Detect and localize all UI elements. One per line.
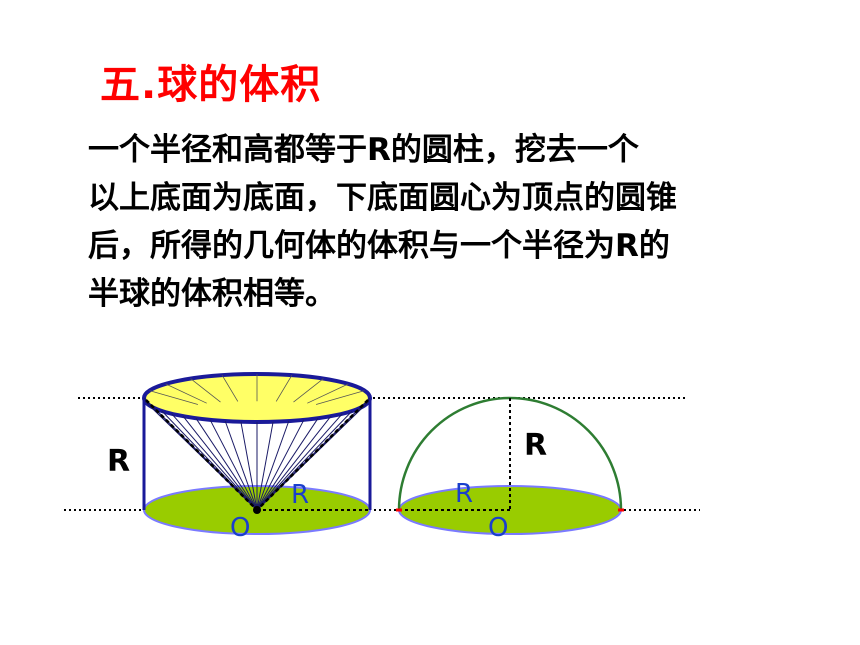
top-face-ruling-line — [307, 383, 349, 404]
cone-ruling-line — [256, 413, 343, 511]
top-face-ruling-line — [149, 390, 199, 405]
cylinder-height-label: R — [107, 444, 130, 479]
top-face-ruling-line — [221, 374, 239, 402]
cylinder-radius-label: R — [291, 480, 309, 510]
cone-ruling-line — [240, 421, 258, 511]
paragraph-line-2: 以上底面为底面，下底面圆心为顶点的圆锥 — [88, 180, 677, 216]
cone-right-edge — [256, 399, 369, 511]
cylinder-figure: R R O — [107, 372, 372, 543]
cone-ruling-line — [182, 415, 258, 511]
cone-ruling-line — [256, 421, 274, 511]
hemisphere-figure: R R O — [396, 396, 624, 543]
cone-left-edge — [145, 399, 258, 511]
hemisphere-height-label: R — [524, 428, 547, 463]
cone-ruling-line — [256, 420, 290, 511]
cone-ruling-line — [224, 420, 258, 511]
top-face-ruling-line — [190, 378, 221, 403]
cone-ruling-line — [171, 413, 258, 511]
cone-ruling-line — [256, 417, 319, 511]
cone-ruling-line — [209, 419, 258, 511]
cylinder-center-point — [253, 506, 261, 514]
cone-ruling-line — [256, 419, 305, 511]
top-face-ruling-line — [165, 383, 207, 404]
hemisphere-center-label: O — [488, 513, 508, 543]
paragraph-line-1: 一个半径和高都等于R的圆柱，挖去一个 — [88, 132, 639, 168]
hemisphere-radius-label: R — [455, 479, 473, 509]
paragraph-line-4: 半球的体积相等。 — [88, 276, 336, 312]
cone-ruling-line — [195, 417, 258, 511]
top-face-ruling-line — [315, 390, 365, 405]
top-face-ruling-line — [293, 378, 324, 403]
top-face-ruling-line — [275, 374, 293, 402]
theorem-paragraph: 一个半径和高都等于R的圆柱，挖去一个 以上底面为底面，下底面圆心为顶点的圆锥 后… — [88, 126, 828, 318]
cylinder-center-label: O — [230, 513, 250, 543]
paragraph-line-3: 后，所得的几何体的体积与一个半径为R的 — [88, 228, 670, 264]
slide-title: 五.球的体积 — [100, 62, 322, 108]
cone-ruling-line — [256, 415, 332, 511]
